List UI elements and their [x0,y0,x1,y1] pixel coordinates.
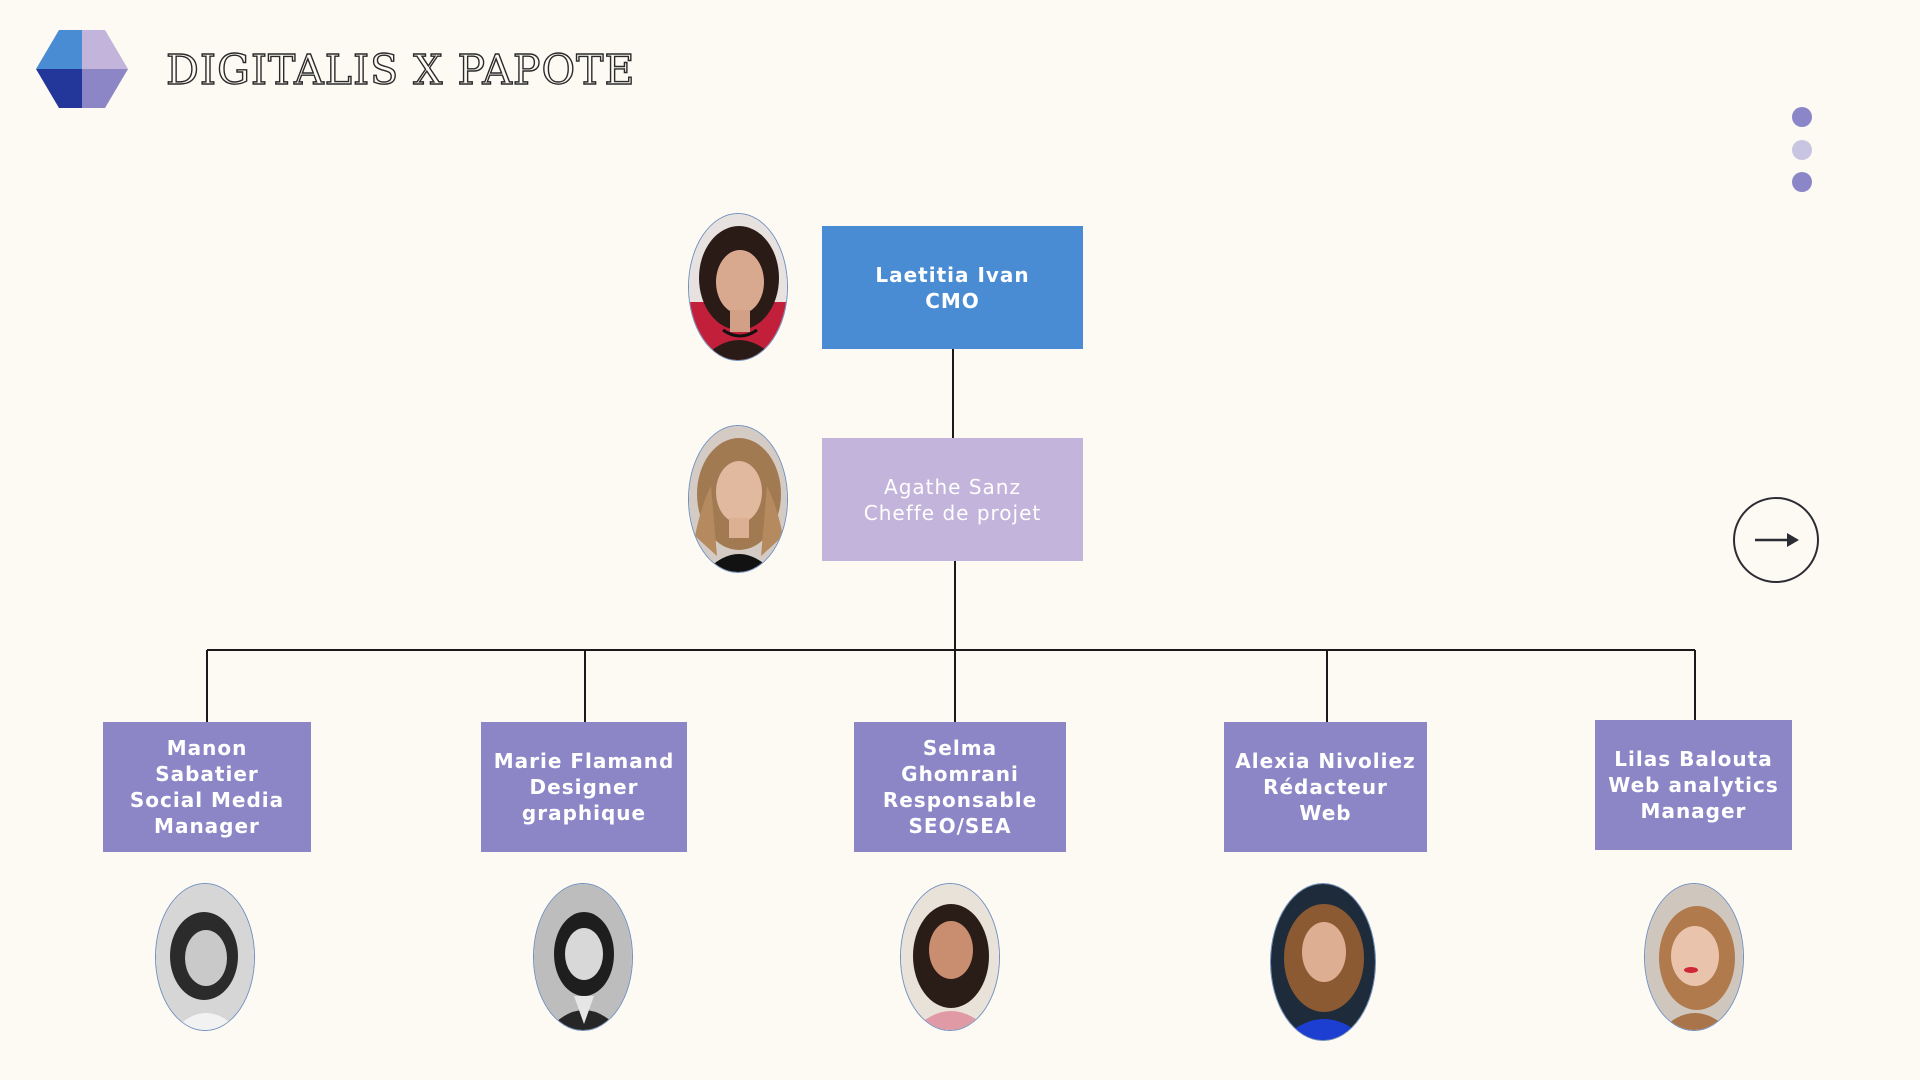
pagination-dot-3[interactable] [1792,172,1812,192]
pagination-dot-1[interactable] [1792,107,1812,127]
team-member-name: Alexia Nivoliez [1235,749,1416,773]
org-box-team-member-3: Selma Ghomrani Responsable SEO/SEA [854,722,1066,852]
brand-title: DIGITALIS X PAPOTE [165,45,636,94]
pagination-dot-2[interactable] [1792,140,1812,160]
org-box-team-member-5: Lilas Balouta Web analytics Manager [1595,720,1792,850]
team-member-role: Designer [529,775,639,799]
team-member-name: Marie Flamand [493,749,675,773]
team-member-role: Web analytics [1608,773,1779,797]
org-box-team-member-2: Marie Flamand Designer graphique [481,722,687,852]
team-member-role: Responsable [882,788,1038,812]
avatar-alexia-nivoliez [1270,883,1376,1041]
project-manager-role: Cheffe de projet [863,500,1042,525]
org-box-project-manager: Agathe Sanz Cheffe de projet [822,438,1083,561]
team-member-role: Social Media [129,788,285,812]
team-member-role: Manager [1640,799,1747,823]
avatar-selma-ghomrani [900,883,1000,1031]
avatar-marie-flamand [533,883,633,1031]
team-member-name: Manon Sabatier [155,736,259,786]
team-member-name: Lilas Balouta [1614,747,1773,771]
org-box-cmo: Laetitia Ivan CMO [822,226,1083,349]
next-slide-button[interactable] [1733,497,1819,583]
team-member-role: Rédacteur Web [1263,775,1388,825]
project-manager-name: Agathe Sanz [884,474,1021,499]
arrow-right-icon [1755,533,1799,547]
cmo-name: Laetitia Ivan [875,262,1030,287]
hexagon-cube-logo-icon [36,30,128,108]
avatar-laetitia-ivan [688,213,788,361]
avatar-agathe-sanz [688,425,788,573]
team-member-name: Selma Ghomrani [901,736,1019,786]
team-member-role: graphique [521,801,647,825]
org-box-team-member-1: Manon Sabatier Social Media Manager [103,722,311,852]
cmo-role: CMO [925,288,980,313]
avatar-lilas-balouta [1644,883,1744,1031]
avatar-manon-sabatier [155,883,255,1031]
team-member-role: Manager [154,814,260,838]
team-member-role: SEO/SEA [908,814,1012,838]
org-box-team-member-4: Alexia Nivoliez Rédacteur Web [1224,722,1427,852]
